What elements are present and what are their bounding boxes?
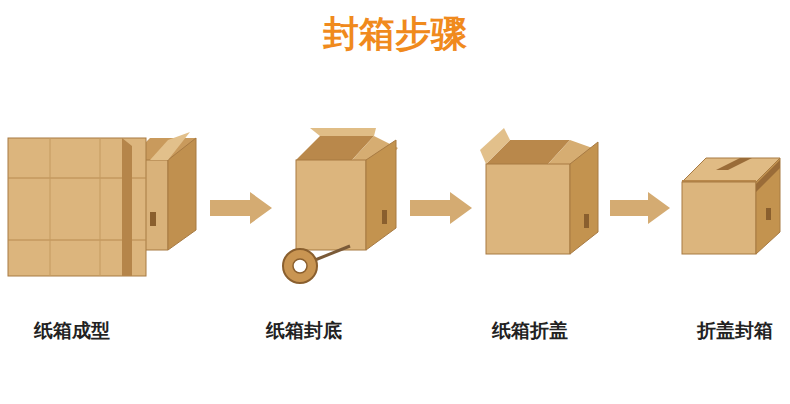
flow-arrow <box>410 192 472 224</box>
step-caption: 纸箱折盖 <box>492 318 568 342</box>
title: 封箱步骤 <box>0 12 790 56</box>
step-caption: 纸箱成型 <box>34 318 110 342</box>
flow-arrow <box>610 192 670 224</box>
step-box: 纸箱折盖 <box>478 125 604 350</box>
flow-arrow <box>210 192 272 224</box>
step-box: 纸箱封底 <box>278 125 404 350</box>
step-box: 纸箱成型 <box>8 125 204 350</box>
carton-lid-folding <box>480 128 598 254</box>
carton-bottom-sealing <box>283 128 398 283</box>
carton-forming <box>8 132 196 276</box>
step-caption: 纸箱封底 <box>266 318 342 342</box>
step-box: 折盖封箱 <box>676 125 786 350</box>
sealed-carton <box>682 158 780 254</box>
step-caption: 折盖封箱 <box>697 318 773 342</box>
